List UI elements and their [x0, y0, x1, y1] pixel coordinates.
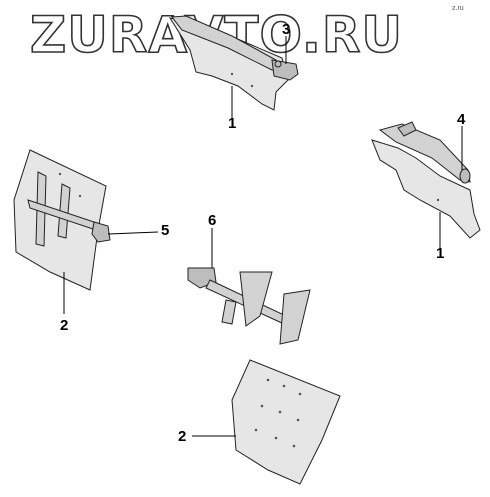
frame-strut [221, 299, 237, 325]
callout-5: 5 [161, 222, 169, 239]
rod-end-right [459, 168, 471, 184]
rivet [266, 378, 270, 382]
rivet [78, 194, 82, 198]
watermark-corner-mark: z.ru [452, 5, 464, 12]
mudguard-right-body [371, 139, 481, 239]
mudguard-assembly-top [168, 15, 299, 111]
rivet [292, 444, 296, 448]
rivet [230, 72, 234, 76]
bolt-top [274, 60, 282, 68]
frame-blade-2 [279, 289, 311, 345]
callout-4: 4 [457, 111, 466, 128]
callout-1-right: 1 [436, 245, 444, 262]
rivet [282, 384, 286, 388]
rivet [254, 428, 258, 432]
mudguard-top-body [168, 17, 289, 111]
callout-2-left: 2 [60, 317, 68, 334]
mudguard-assembly-right [371, 121, 481, 239]
flap-assembly-bottom [231, 359, 341, 485]
rivet [296, 418, 300, 422]
flap-left-strut-2 [57, 183, 71, 239]
leader-line-5 [107, 231, 159, 235]
callout-1-top: 1 [228, 115, 236, 132]
callout-3: 3 [282, 21, 290, 38]
rivet [274, 436, 278, 440]
rivet [260, 404, 264, 408]
rivet [436, 198, 440, 202]
bracket-right [397, 121, 417, 137]
rivet [250, 84, 254, 88]
clamp-left [91, 221, 111, 243]
flap-bottom-body [231, 359, 341, 485]
flap-assembly-left [13, 149, 111, 291]
frame-blade-1 [239, 271, 273, 327]
frame-assembly-center [187, 267, 311, 345]
callout-6: 6 [208, 212, 216, 229]
rivet [298, 392, 302, 396]
callout-2-bottom: 2 [178, 428, 186, 445]
rivet [58, 172, 62, 176]
rivet [278, 410, 282, 414]
